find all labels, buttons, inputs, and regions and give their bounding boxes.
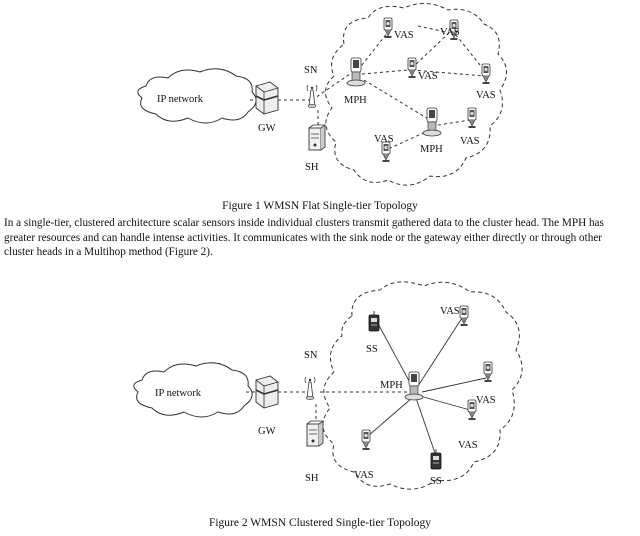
sink-host-icon xyxy=(308,124,326,151)
camera-icon xyxy=(361,429,371,451)
sh-label: SH xyxy=(305,162,319,173)
camera-icon xyxy=(459,305,469,327)
scalar-sensor-icon xyxy=(368,310,380,332)
sink-node-icon xyxy=(304,376,316,401)
mph-node-2-icon xyxy=(422,107,442,137)
sink-node-icon xyxy=(306,84,318,109)
camera-icon xyxy=(483,361,493,383)
vas-label-3: VAS xyxy=(458,440,478,451)
mph-node-icon xyxy=(404,371,424,401)
sh-label: SH xyxy=(305,473,319,484)
ip-network-cloud xyxy=(133,362,253,418)
camera-icon xyxy=(407,57,417,79)
vas-label-4: VAS xyxy=(354,470,374,481)
camera-icon xyxy=(481,63,491,85)
gw-label: GW xyxy=(258,123,276,134)
gateway-icon xyxy=(255,81,279,115)
ip-network-label: IP network xyxy=(157,94,204,105)
figure-1-caption: Figure 1 WMSN Flat Single-tier Topology xyxy=(222,200,418,212)
camera-icon xyxy=(467,399,477,421)
sn-label: SN xyxy=(304,65,318,76)
vas-label-5: VAS xyxy=(460,136,480,147)
vas-label-4: VAS xyxy=(476,90,496,101)
scalar-sensor-icon xyxy=(430,448,442,470)
vas-label-1: VAS xyxy=(394,30,414,41)
vas-label-2: VAS xyxy=(476,395,496,406)
camera-icon xyxy=(467,107,477,129)
sensor-cloud xyxy=(325,3,507,186)
ip-network-label: IP network xyxy=(155,388,202,399)
vas-label-2: VAS xyxy=(440,27,460,38)
gateway-icon xyxy=(255,375,279,409)
body-paragraph: In a single-tier, clustered architecture… xyxy=(4,217,604,259)
vas-label-3: VAS xyxy=(418,71,438,82)
sn-label: SN xyxy=(304,350,318,361)
mph-label-1: MPH xyxy=(344,95,367,106)
mph-label: MPH xyxy=(380,380,403,391)
mph-node-1-icon xyxy=(346,57,366,87)
gw-label: GW xyxy=(258,426,276,437)
vas-label-1: VAS xyxy=(440,306,460,317)
ss-label-1: SS xyxy=(366,344,378,355)
figure-2-diagram: IP network GW SN SH MPH SS SS VAS VAS VA… xyxy=(133,281,523,490)
sensor-cloud xyxy=(322,281,523,490)
camera-icon xyxy=(381,141,391,163)
vas-label-6: VAS xyxy=(374,134,394,145)
figure-1-diagram: IP network GW SN SH MPH MPH VAS VAS VAS … xyxy=(137,3,507,186)
figure-2-caption: Figure 2 WMSN Clustered Single-tier Topo… xyxy=(208,517,432,529)
sink-host-icon xyxy=(306,420,324,447)
mph-label-2: MPH xyxy=(420,144,443,155)
ss-label-2: SS xyxy=(430,476,442,487)
ip-network-cloud xyxy=(137,68,257,124)
